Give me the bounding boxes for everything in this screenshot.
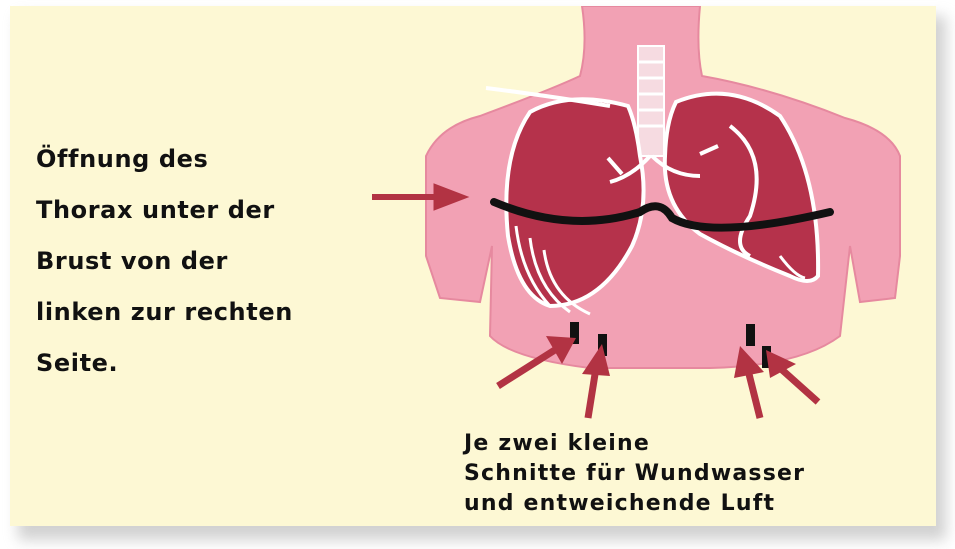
caption-line: Je zwei kleine bbox=[464, 429, 805, 459]
illustration-card: Öffnung des Thorax unter der Brust von d… bbox=[10, 6, 936, 526]
caption-thorax-opening: Öffnung des Thorax unter der Brust von d… bbox=[36, 134, 293, 389]
caption-line: Seite. bbox=[36, 338, 293, 389]
caption-line: Schnitte für Wundwasser bbox=[464, 459, 805, 489]
caption-line: linken zur rechten bbox=[36, 287, 293, 338]
caption-line: und entweichende Luft bbox=[464, 489, 805, 519]
caption-line: Brust von der bbox=[36, 236, 293, 287]
caption-line: Öffnung des bbox=[36, 134, 293, 185]
caption-line: Thorax unter der bbox=[36, 185, 293, 236]
caption-drain-incisions: Je zwei kleine Schnitte für Wundwasser u… bbox=[464, 429, 805, 519]
